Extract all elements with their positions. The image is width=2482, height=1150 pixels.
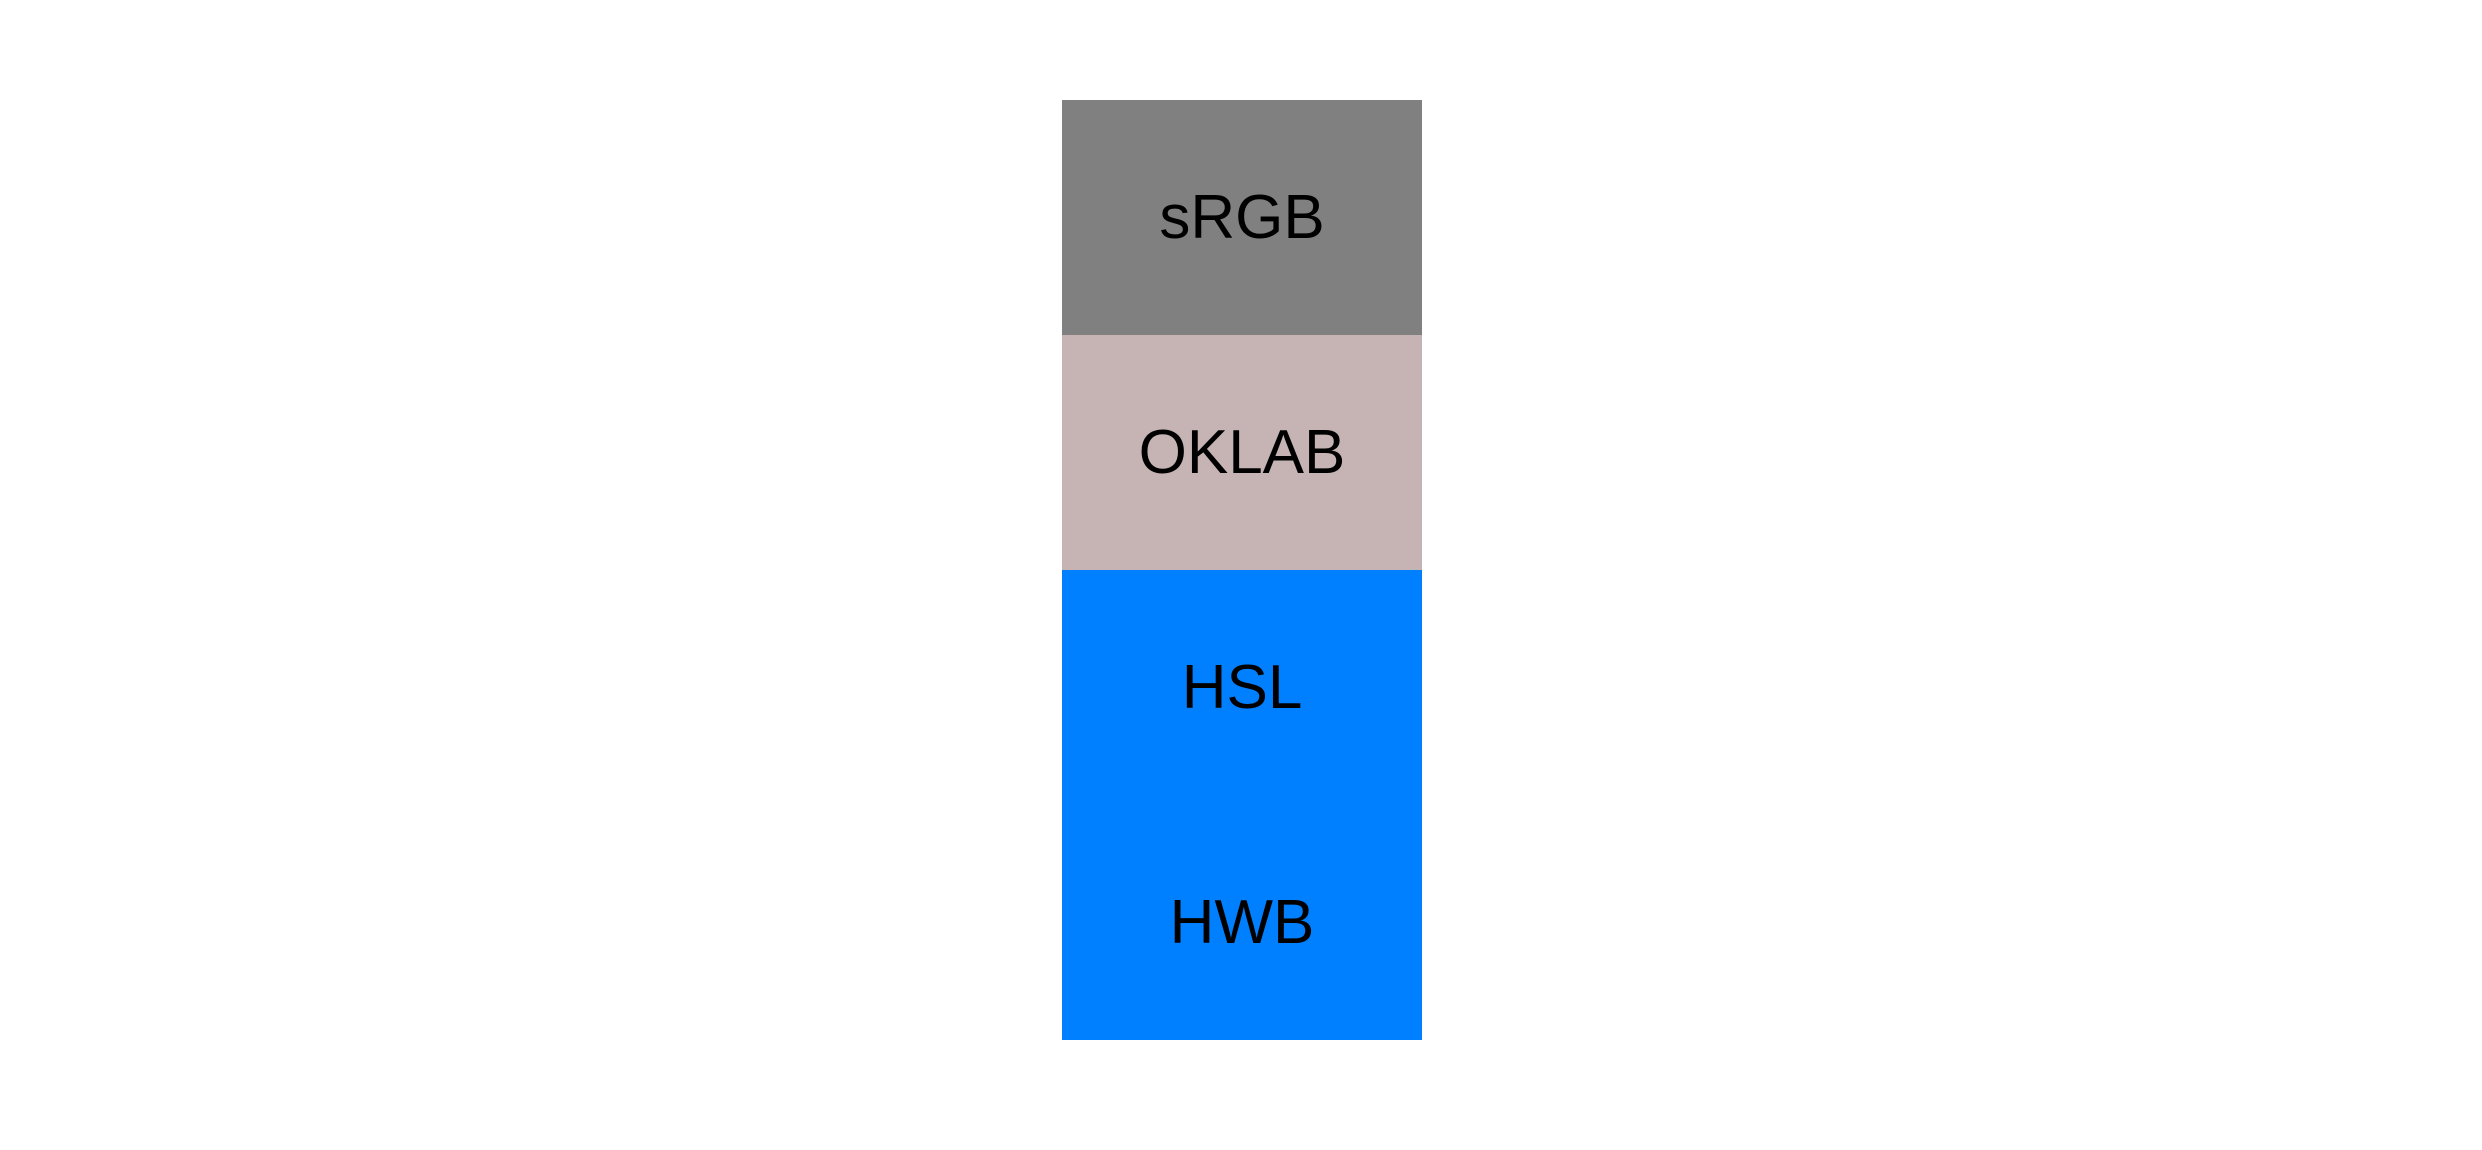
swatch-label-srgb: sRGB (1159, 182, 1325, 252)
swatch-hsl[interactable]: HSL (1062, 570, 1422, 805)
swatch-label-oklab: OKLAB (1138, 417, 1346, 487)
swatch-label-hwb: HWB (1169, 887, 1315, 957)
swatch-srgb[interactable]: sRGB (1062, 100, 1422, 335)
swatch-hwb[interactable]: HWB (1062, 805, 1422, 1040)
color-space-swatch-stack: sRGB OKLAB HSL HWB (1062, 100, 1422, 1040)
swatch-oklab[interactable]: OKLAB (1062, 335, 1422, 570)
swatch-label-hsl: HSL (1181, 652, 1303, 722)
